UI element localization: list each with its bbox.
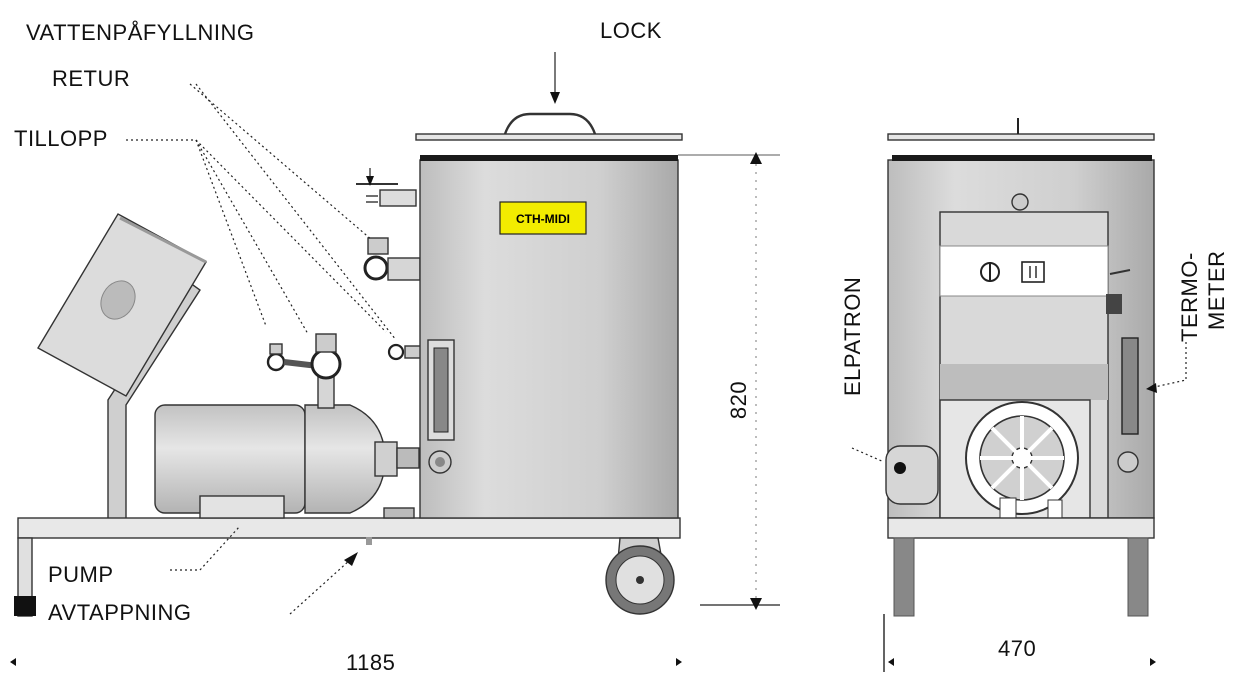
- thermometer: [1106, 269, 1139, 473]
- dimension-lines: [10, 152, 1156, 672]
- dimension-length: 1185: [346, 650, 395, 675]
- model-tag-text: CTH-MIDI: [516, 212, 570, 226]
- lid: [415, 112, 683, 141]
- label-tillopp: TILLOPP: [14, 126, 108, 151]
- pump-fan: [965, 401, 1079, 521]
- model-tag: CTH-MIDI: [499, 201, 587, 235]
- label-pump: PUMP: [48, 562, 114, 587]
- label-termometer-1: TERMO-: [1177, 252, 1202, 342]
- label-avtappning: AVTAPPNING: [48, 600, 192, 625]
- front-view: [885, 118, 1155, 617]
- control-box: [37, 213, 207, 521]
- label-lock: LOCK: [600, 18, 662, 43]
- label-termometer-2: METER: [1204, 251, 1229, 331]
- label-vattenpafyllning: VATTENPÅFYLLNING: [26, 20, 254, 45]
- elpatron-housing: [885, 445, 939, 505]
- pump-motor: [154, 367, 420, 519]
- leader-lines: [126, 52, 1187, 615]
- text-labels: VATTENPÅFYLLNING RETUR TILLOPP LOCK PUMP…: [14, 18, 1229, 675]
- caster-wheel: [605, 537, 675, 615]
- side-view: CTH-MIDI: [14, 112, 683, 617]
- dimension-width: 470: [998, 636, 1036, 661]
- dimension-height: 820: [726, 381, 751, 419]
- base-frame: [14, 517, 681, 617]
- valves: [266, 183, 422, 380]
- label-elpatron: ELPATRON: [840, 277, 865, 396]
- label-retur: RETUR: [52, 66, 130, 91]
